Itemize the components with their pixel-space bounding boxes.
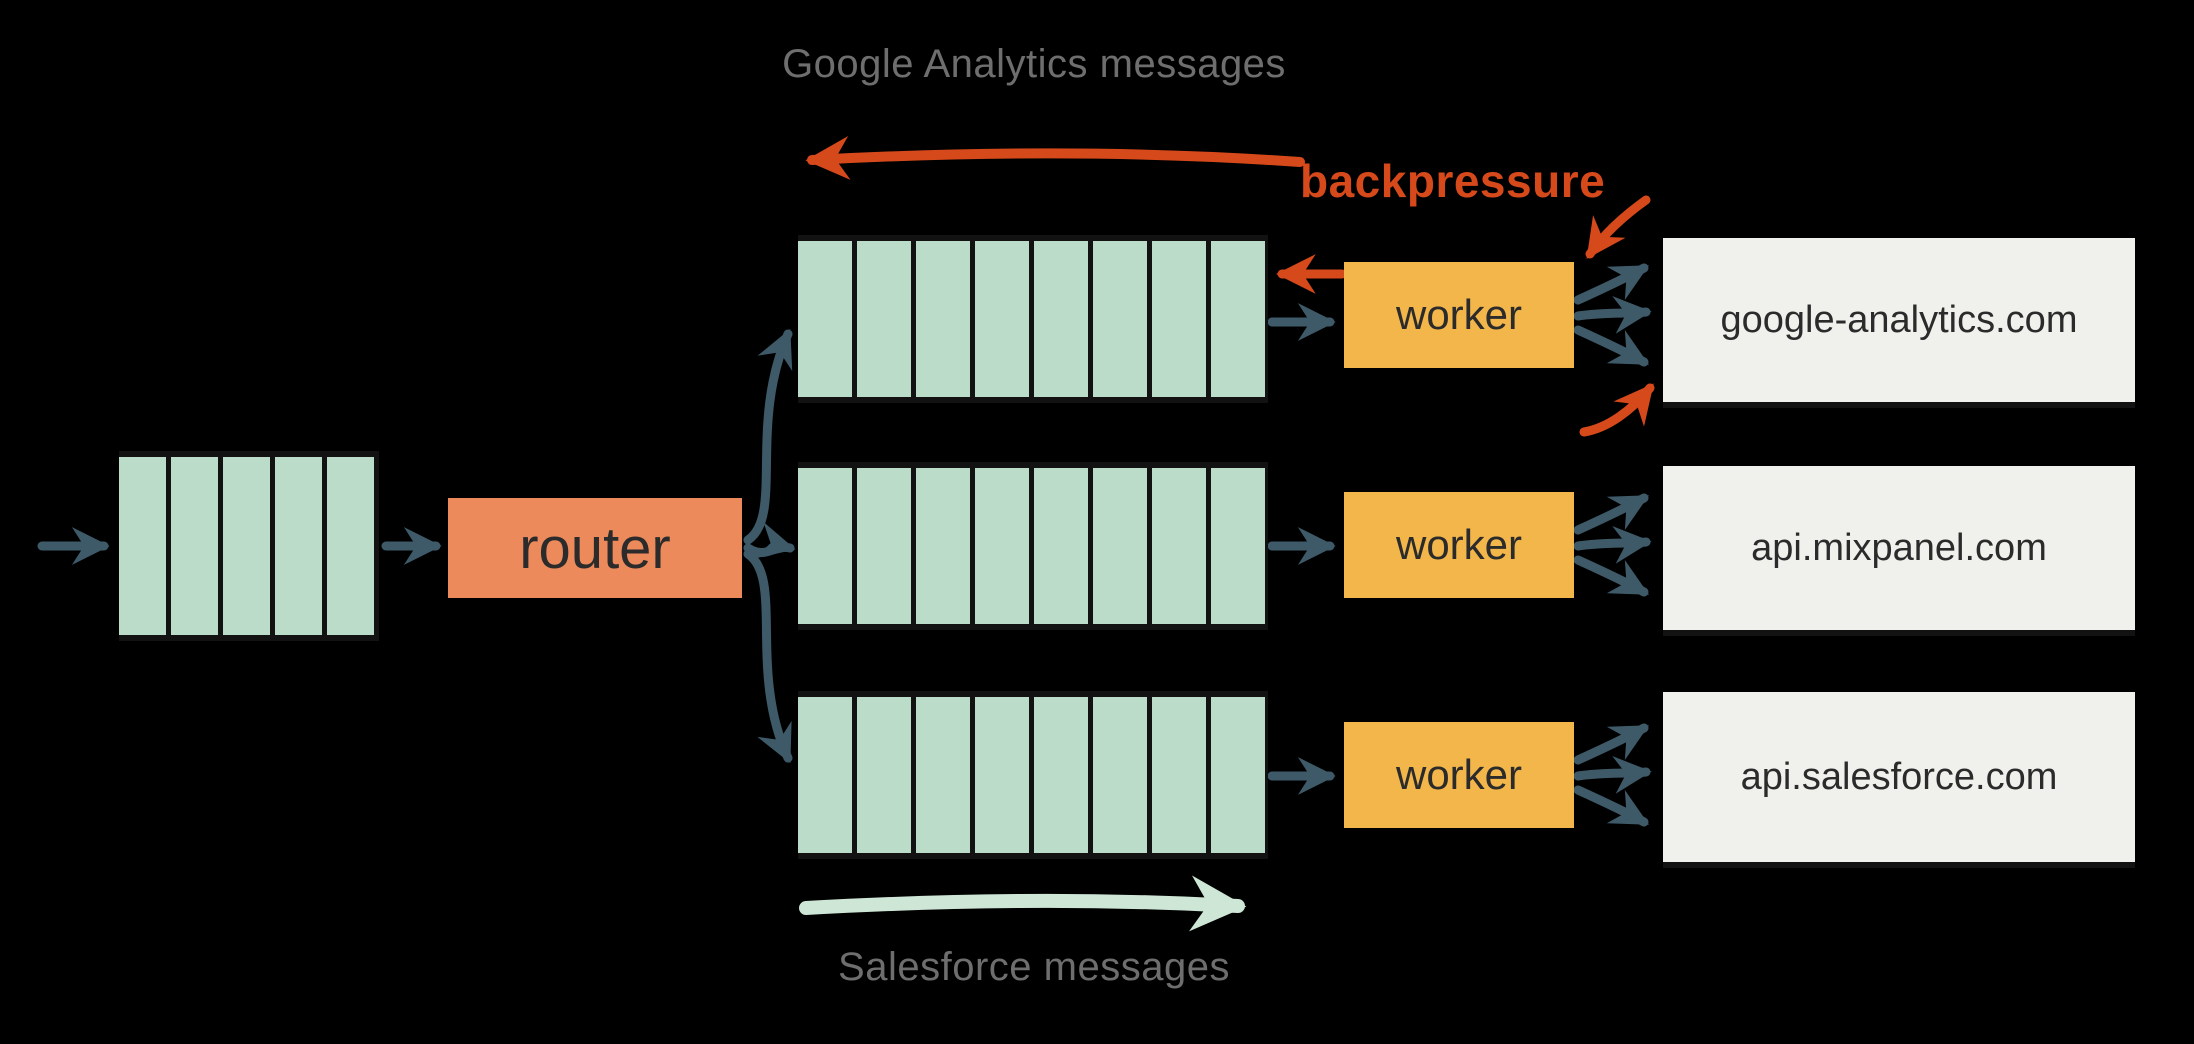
queue-salesforce — [798, 691, 1268, 859]
arrow-worker-3-to-destination-3-a — [1573, 723, 1649, 765]
arrow-router-to-queue-2 — [743, 521, 796, 559]
arrow-worker-2-to-destination-2-a — [1573, 493, 1649, 535]
destination-box-salesforce: api.salesforce.com — [1663, 692, 2135, 868]
router-box: router — [448, 498, 742, 598]
worker-1-label: worker — [1395, 291, 1523, 338]
arrow-backpressure-from-destination-1 — [1579, 383, 1655, 437]
worker-box-1: worker — [1344, 262, 1574, 368]
arrow-worker-1-to-destination-1-b — [1573, 296, 1652, 334]
router-label: router — [519, 515, 671, 581]
worker-3-label: worker — [1395, 751, 1523, 798]
worker-2-label: worker — [1395, 521, 1523, 568]
destination-2-label: api.mixpanel.com — [1751, 526, 2047, 569]
arrow-salesforce-messages-flow — [799, 875, 1247, 932]
google-analytics-messages-label: Google Analytics messages — [782, 42, 1286, 86]
arrow-router-to-queue-3 — [743, 549, 793, 764]
destination-box-google-analytics: google-analytics.com — [1663, 238, 2135, 408]
arrow-worker-1-to-destination-1-a — [1573, 263, 1649, 305]
backpressure-label: backpressure — [1300, 155, 1606, 207]
input-queue — [119, 451, 379, 641]
queue-google-analytics — [798, 235, 1268, 403]
destination-box-mixpanel: api.mixpanel.com — [1663, 466, 2135, 636]
arrow-backpressure-to-queue-1 — [805, 136, 1305, 180]
destination-3-label: api.salesforce.com — [1740, 755, 2058, 798]
arrow-worker-1-to-destination-1-c — [1573, 325, 1649, 367]
arrow-worker-3-to-destination-3-b — [1573, 756, 1652, 794]
arrow-worker-3-to-destination-3-c — [1573, 785, 1649, 827]
arrow-router-to-queue-1 — [743, 328, 793, 545]
arrow-worker-2-to-destination-2-c — [1573, 555, 1649, 597]
queue-mixpanel — [798, 462, 1268, 630]
worker-box-2: worker — [1344, 492, 1574, 598]
arrow-worker-2-to-destination-2-b — [1573, 526, 1652, 564]
arrow-backpressure-into-worker-1 — [1585, 195, 1651, 259]
worker-box-3: worker — [1344, 722, 1574, 828]
destination-1-label: google-analytics.com — [1720, 298, 2078, 341]
salesforce-messages-label: Salesforce messages — [838, 945, 1230, 989]
